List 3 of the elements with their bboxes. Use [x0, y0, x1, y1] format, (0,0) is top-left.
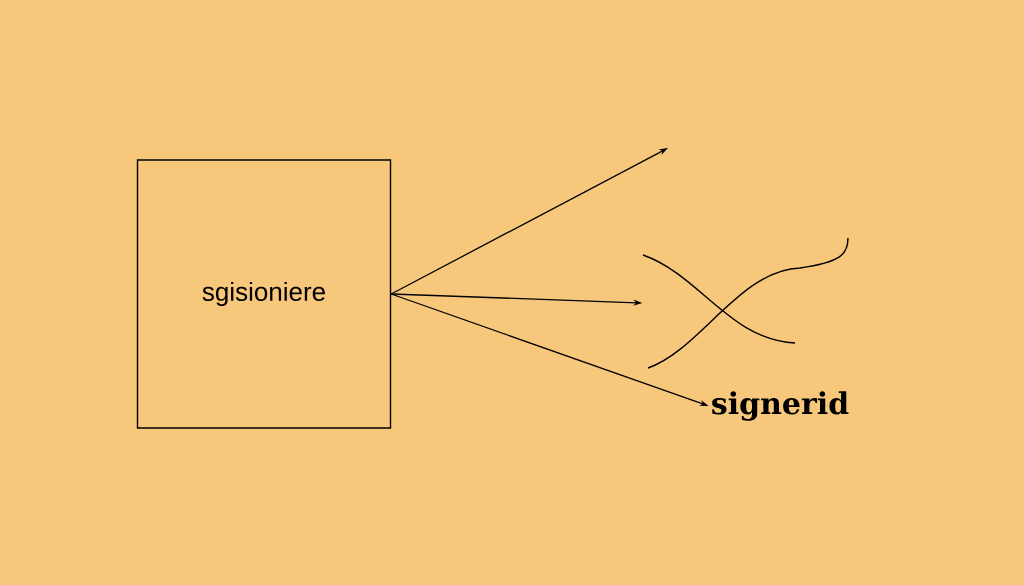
process-box: sgisioniere	[136, 159, 392, 429]
node-label: signerid	[712, 391, 849, 421]
crossed-curves-drawing	[642, 237, 849, 369]
